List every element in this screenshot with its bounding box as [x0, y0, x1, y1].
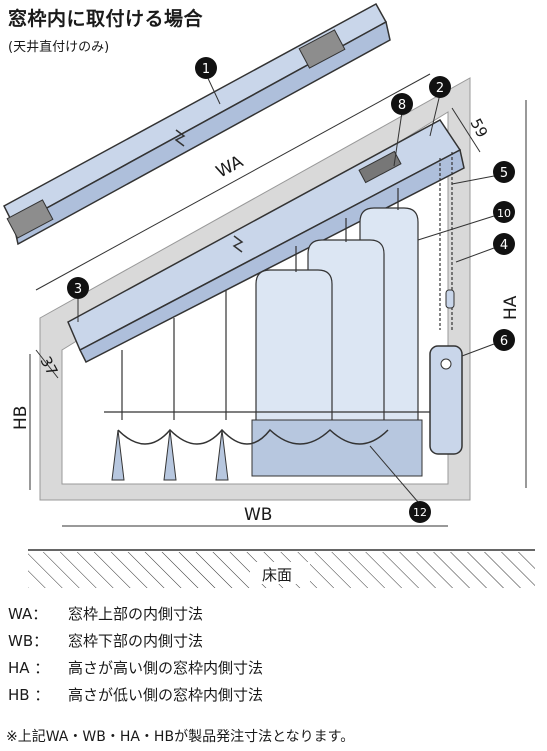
operating-chain — [429, 152, 463, 455]
installation-diagram: WA WB HA HB 59 37 1 2 3 4 5 6 8 10 12 床面 — [3, 2, 535, 588]
dimension-legend: WA：窓枠上部の内側寸法 WB：窓枠下部の内側寸法 HA ：高さが高い側の窓枠内… — [8, 600, 543, 708]
legend-row-hb: HB ：高さが低い側の窓枠内側寸法 — [8, 686, 264, 704]
page-title: 窓枠内に取付ける場合 — [8, 8, 204, 30]
page-subtitle: (天井直付けのみ) — [8, 40, 110, 55]
badge-6: 6 — [461, 329, 515, 357]
badge-12: 12 — [369, 445, 431, 523]
dim-wa: WA — [213, 152, 247, 183]
part-badges: 1 2 3 4 5 6 8 10 12 — [67, 57, 515, 523]
svg-text:2: 2 — [436, 81, 444, 96]
floor-label: 床面 — [262, 566, 292, 584]
badge-3: 3 — [67, 277, 89, 322]
order-note: ※上記WA・WB・HA・HBが製品発注寸法となります。 — [6, 729, 355, 745]
svg-text:1: 1 — [202, 62, 210, 77]
dim-hb: HB — [11, 406, 31, 430]
svg-text:6: 6 — [500, 334, 508, 349]
svg-text:3: 3 — [74, 282, 82, 297]
legend-row-wb: WB：窓枠下部の内側寸法 — [8, 632, 204, 650]
svg-text:4: 4 — [500, 238, 508, 253]
badge-4: 4 — [455, 233, 515, 263]
vertical-panels — [251, 207, 423, 477]
dim-ha: HA — [501, 295, 521, 320]
legend-row-ha: HA ：高さが高い側の窓枠内側寸法 — [8, 659, 264, 677]
detached-head-rail — [3, 2, 391, 246]
badge-8: 8 — [391, 93, 413, 167]
window-frame — [39, 77, 471, 501]
svg-text:8: 8 — [398, 98, 406, 113]
installed-head-rail — [67, 119, 465, 364]
badge-10: 10 — [417, 201, 515, 241]
legend-row-wa: WA：窓枠上部の内側寸法 — [8, 605, 204, 623]
badge-5: 5 — [451, 161, 515, 185]
badge-2: 2 — [429, 76, 451, 137]
svg-text:12: 12 — [413, 506, 427, 519]
badge-1: 1 — [195, 57, 221, 105]
svg-text:5: 5 — [500, 166, 508, 181]
svg-text:10: 10 — [497, 207, 511, 220]
carriers — [111, 188, 399, 481]
dimension-lines — [29, 73, 527, 527]
floor: 床面 — [28, 549, 535, 588]
dim-wb: WB — [244, 505, 272, 525]
